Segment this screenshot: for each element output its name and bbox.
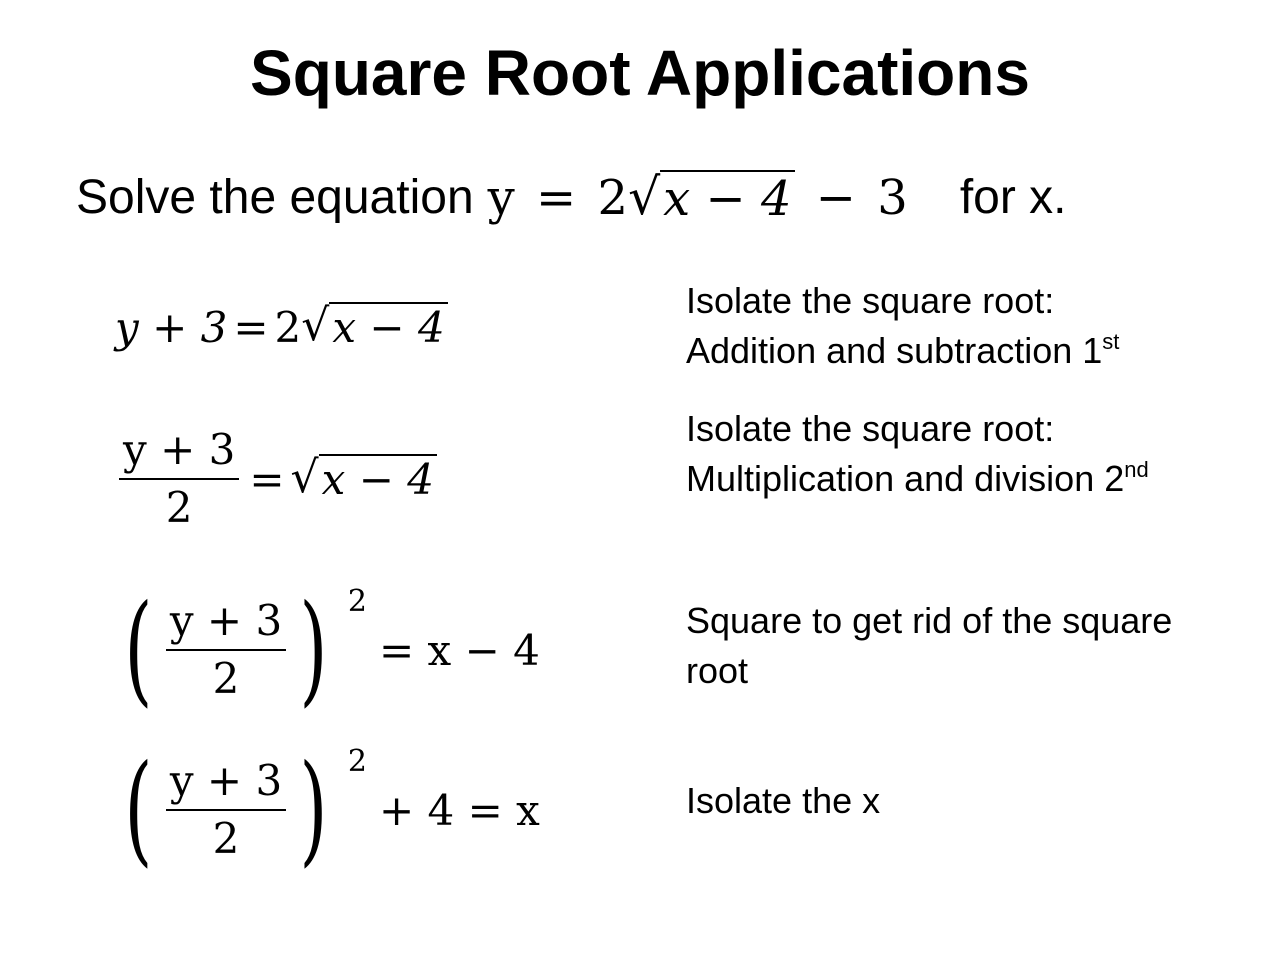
slide-title: Square Root Applications [250,37,1030,109]
step-1-radicand: x − 4 [329,301,448,352]
step-1-lhs: y + 3 [115,302,228,352]
left-paren: ( [124,740,153,879]
step-4-note: Isolate the x [686,776,1246,826]
radical-icon: √ [628,167,661,226]
step-1-math: y + 3 = 2√x − 4 [115,292,448,362]
step-4-rhs: + 4 = x [379,785,540,835]
step-1-note-line2: Addition and subtraction 1st [686,329,1120,371]
step-1-eq: = [233,302,269,352]
problem-coef: 2 [597,170,629,226]
problem-equation: y = 2√x − 4 − 3 [488,162,908,234]
step-4-math: ( y + 3 2 ) 2 + 4 = x [115,740,540,880]
step-3-note: Square to get rid of the square root [686,596,1246,696]
right-paren: ) [299,740,328,879]
step-3-fraction: y + 3 2 [165,595,287,704]
step-2-eq: = [249,454,285,504]
problem-lhs: y [487,170,515,226]
step-1-note: Isolate the square root: Addition and su… [686,276,1246,376]
problem-const: 3 [877,170,908,226]
step-4-denominator: 2 [212,814,240,863]
step-2-sqrt: √x − 4 [290,451,437,504]
problem-prefix: Solve the equation [76,171,474,224]
step-2-numerator: y + 3 [123,424,236,474]
step-4-fraction: y + 3 2 [165,755,287,864]
problem-sqrt: √x − 4 [628,167,795,227]
step-3-math: ( y + 3 2 ) 2 = x − 4 [115,580,540,720]
step-4-squared-group: ( y + 3 2 ) 2 [115,740,367,879]
step-1-sqrt: √x − 4 [301,299,448,352]
step-3-squared-group: ( y + 3 2 ) 2 [115,580,367,719]
step-3-exponent: 2 [347,584,367,619]
step-3-rhs: = x − 4 [379,625,540,675]
step-4-exponent: 2 [347,744,367,779]
radical-icon: √ [290,451,319,503]
step-2-note: Isolate the square root: Multiplication … [686,404,1246,504]
step-1-note-sup: st [1102,329,1120,354]
fraction-bar [165,809,287,811]
step-2-fraction: y + 3 2 [119,424,240,533]
step-2-denominator: 2 [165,483,193,532]
step-3-numerator: y + 3 [169,595,283,645]
right-paren: ) [299,580,328,719]
problem-minus: − [815,170,856,226]
step-2-note-sup: nd [1124,457,1149,482]
step-2-note-line1: Isolate the square root: [686,408,1055,449]
step-4-numerator: y + 3 [169,755,283,805]
left-paren: ( [124,580,153,719]
step-1-coef: 2 [274,302,302,352]
step-1-note-line1: Isolate the square root: [686,280,1055,321]
problem-radicand: x − 4 [660,170,795,227]
problem-statement: Solve the equation y = 2√x − 4 − 3 for x… [76,162,1067,234]
step-2-radicand: x − 4 [318,453,437,504]
step-3-denominator: 2 [212,654,240,703]
problem-suffix: for x. [959,171,1067,224]
problem-eq: = [536,170,577,226]
step-3-note-line1: Square to get rid of the square [686,600,1173,641]
step-2-math: y + 3 2 = √x − 4 [115,416,437,542]
step-3-note-line2: root [686,650,749,691]
fraction-bar [165,649,287,651]
fraction-bar [119,478,240,480]
step-4-note-line1: Isolate the x [686,780,881,821]
step-2-note-line2: Multiplication and division 2nd [686,457,1149,499]
radical-icon: √ [301,299,330,351]
